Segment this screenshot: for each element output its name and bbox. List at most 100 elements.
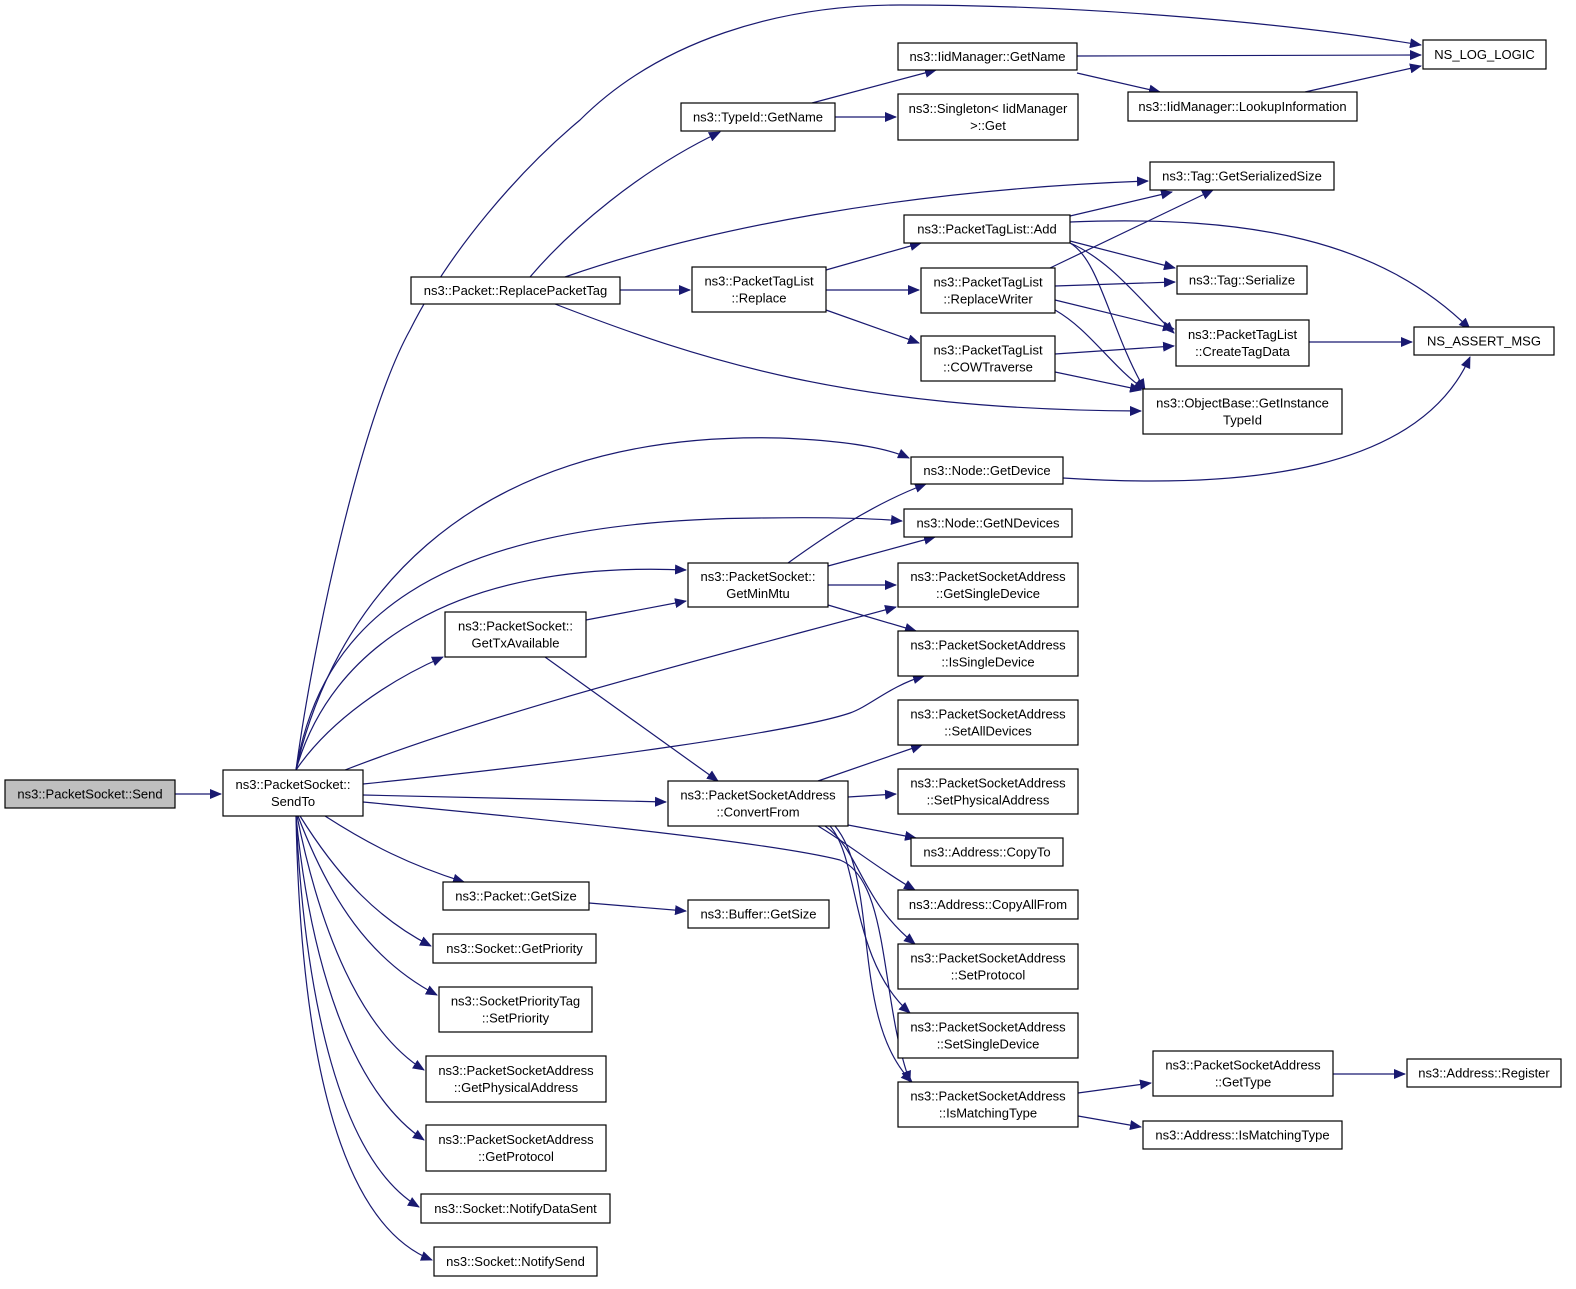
node-label: ns3::Tag::Serialize xyxy=(1189,273,1295,288)
call-edge-psa-convertfrom-to-psa-setalldevices xyxy=(817,743,923,782)
call-edge-sendto-to-sockprio-setpriority xyxy=(297,815,438,996)
node-box xyxy=(920,267,1056,314)
node-addr-ismatchingtype[interactable]: ns3::Address::IsMatchingType xyxy=(1142,1120,1343,1150)
call-edge-sendto-to-node-getndevices xyxy=(295,514,903,771)
node-send[interactable]: ns3::PacketSocket::Send xyxy=(4,779,176,809)
node-addr-copyallfrom[interactable]: ns3::Address::CopyAllFrom xyxy=(897,889,1079,920)
node-psa-issingledevice[interactable]: ns3::PacketSocketAddress::IsSingleDevice xyxy=(897,630,1079,677)
node-addr-register[interactable]: ns3::Address::Register xyxy=(1406,1058,1562,1088)
call-edge-sendto-to-psa-ismatchingtype xyxy=(362,801,911,1083)
call-edge-ptl-replace-to-ptl-cowtraverse xyxy=(825,309,920,345)
node-tag-serialize[interactable]: ns3::Tag::Serialize xyxy=(1176,265,1308,295)
node-ps-gettxavailable[interactable]: ns3::PacketSocket::GetTxAvailable xyxy=(444,611,587,658)
node-label: ns3::PacketSocketAddress xyxy=(910,1020,1066,1035)
node-ps-getminmtu[interactable]: ns3::PacketSocket::GetMinMtu xyxy=(687,562,829,608)
node-singleton-get[interactable]: ns3::Singleton< IidManager>::Get xyxy=(897,93,1079,141)
node-iid-lookup[interactable]: ns3::IidManager::LookupInformation xyxy=(1127,91,1358,122)
node-box xyxy=(897,42,1078,71)
node-box xyxy=(444,611,587,658)
node-label: ns3::Socket::NotifyDataSent xyxy=(434,1201,597,1216)
node-label: ns3::PacketSocketAddress xyxy=(680,788,836,803)
call-edge-sendto-to-psa-issingledevice xyxy=(362,674,925,785)
node-box xyxy=(433,1246,598,1277)
node-label: NS_LOG_LOGIC xyxy=(1434,47,1534,62)
node-label: ns3::PacketSocket::Send xyxy=(17,787,162,802)
node-tag-getserializedsize[interactable]: ns3::Tag::GetSerializedSize xyxy=(1149,161,1335,191)
node-psa-setphysicaladdress[interactable]: ns3::PacketSocketAddress::SetPhysicalAdd… xyxy=(897,768,1079,815)
node-label: ns3::Socket::NotifySend xyxy=(446,1254,585,1269)
call-edge-sendto-to-ps-getminmtu xyxy=(295,564,687,771)
node-label: ns3::Address::Register xyxy=(1418,1066,1550,1081)
node-ptl-createtagdata[interactable]: ns3::PacketTagList::CreateTagData xyxy=(1175,319,1310,367)
node-box xyxy=(1152,1050,1334,1097)
node-psa-ismatchingtype[interactable]: ns3::PacketSocketAddress::IsMatchingType xyxy=(897,1081,1079,1128)
node-node-getdevice[interactable]: ns3::Node::GetDevice xyxy=(910,456,1064,485)
node-psa-getsingledevice[interactable]: ns3::PacketSocketAddress::GetSingleDevic… xyxy=(897,562,1079,608)
call-edge-psa-convertfrom-to-psa-ismatchingtype xyxy=(834,825,913,1083)
call-edge-sendto-to-packet-getsize xyxy=(324,815,465,884)
node-box xyxy=(432,933,597,964)
node-sendto[interactable]: ns3::PacketSocket::SendTo xyxy=(222,769,364,817)
node-psa-getphysicaladdress[interactable]: ns3::PacketSocketAddress::GetPhysicalAdd… xyxy=(425,1055,607,1103)
node-socket-getpriority[interactable]: ns3::Socket::GetPriority xyxy=(432,933,597,964)
call-edge-ptl-add-to-tag-serialize xyxy=(1069,240,1176,271)
node-box xyxy=(222,769,364,817)
node-box xyxy=(1406,1058,1562,1088)
node-label: ns3::Tag::GetSerializedSize xyxy=(1162,169,1322,184)
call-edge-ptl-cowtraverse-to-ptl-createtagdata xyxy=(1054,341,1175,355)
node-psa-setsingledevice[interactable]: ns3::PacketSocketAddress::SetSingleDevic… xyxy=(897,1012,1079,1059)
node-box xyxy=(897,943,1079,990)
node-ptl-replacewriter[interactable]: ns3::PacketTagList::ReplaceWriter xyxy=(920,267,1056,314)
call-edge-node-getdevice-to-ns-assert-msg xyxy=(1062,356,1471,482)
node-label: ::GetProtocol xyxy=(478,1149,554,1164)
node-ptl-replace[interactable]: ns3::PacketTagList::Replace xyxy=(691,266,827,313)
node-addr-copyto[interactable]: ns3::Address::CopyTo xyxy=(910,837,1064,867)
node-label: ns3::IidManager::GetName xyxy=(909,49,1065,64)
node-label: ns3::Node::GetDevice xyxy=(923,463,1050,478)
call-edge-ptl-replacewriter-to-getinstancetypeid xyxy=(1054,309,1146,391)
node-label: ns3::Socket::GetPriority xyxy=(446,941,583,956)
node-box xyxy=(691,266,827,313)
call-edge-typeid-getname-to-iid-getname xyxy=(811,67,937,104)
node-label: ::COWTraverse xyxy=(943,360,1033,375)
node-replacepackettag[interactable]: ns3::Packet::ReplacePacketTag xyxy=(410,276,621,305)
node-label: ::ReplaceWriter xyxy=(943,292,1033,307)
call-edge-ptl-cowtraverse-to-getinstancetypeid xyxy=(1054,371,1142,393)
node-box xyxy=(910,456,1064,485)
node-ptl-cowtraverse[interactable]: ns3::PacketTagList::COWTraverse xyxy=(920,335,1056,382)
node-packet-getsize[interactable]: ns3::Packet::GetSize xyxy=(442,881,590,911)
node-sockprio-setpriority[interactable]: ns3::SocketPriorityTag::SetPriority xyxy=(438,986,593,1033)
node-iid-getname[interactable]: ns3::IidManager::GetName xyxy=(897,42,1078,71)
node-ptl-add[interactable]: ns3::PacketTagList::Add xyxy=(903,214,1071,244)
node-label: ns3::Packet::ReplacePacketTag xyxy=(424,283,608,298)
call-edge-sendto-to-psa-getprotocol xyxy=(295,815,425,1141)
node-psa-gettype[interactable]: ns3::PacketSocketAddress::GetType xyxy=(1152,1050,1334,1097)
node-psa-setprotocol[interactable]: ns3::PacketSocketAddress::SetProtocol xyxy=(897,943,1079,990)
node-ns-log-logic[interactable]: NS_LOG_LOGIC xyxy=(1422,39,1547,70)
node-label: ns3::PacketSocketAddress xyxy=(910,638,1066,653)
call-edge-sendto-to-socket-getpriority xyxy=(299,815,432,947)
node-typeid-getname[interactable]: ns3::TypeId::GetName xyxy=(680,102,836,132)
node-label: ::SetProtocol xyxy=(951,968,1026,983)
node-psa-getprotocol[interactable]: ns3::PacketSocketAddress::GetProtocol xyxy=(425,1124,607,1172)
node-label: ns3::ObjectBase::GetInstance xyxy=(1156,396,1329,411)
node-box xyxy=(897,562,1079,608)
node-psa-setalldevices[interactable]: ns3::PacketSocketAddress::SetAllDevices xyxy=(897,699,1079,746)
call-edge-ps-getminmtu-to-node-getndevices xyxy=(827,535,936,567)
node-psa-convertfrom[interactable]: ns3::PacketSocketAddress::ConvertFrom xyxy=(667,780,849,827)
node-socket-notifysend[interactable]: ns3::Socket::NotifySend xyxy=(433,1246,598,1277)
node-label: >::Get xyxy=(970,118,1006,133)
node-box xyxy=(687,899,830,929)
node-box xyxy=(897,768,1079,815)
node-label: ns3::Address::CopyTo xyxy=(923,845,1050,860)
node-label: ns3::Singleton< IidManager xyxy=(909,101,1068,116)
node-buffer-getsize[interactable]: ns3::Buffer::GetSize xyxy=(687,899,830,929)
node-node-getndevices[interactable]: ns3::Node::GetNDevices xyxy=(903,508,1073,538)
node-socket-notifydatasent[interactable]: ns3::Socket::NotifyDataSent xyxy=(420,1193,611,1224)
node-box xyxy=(897,699,1079,746)
call-edge-sendto-to-socket-notifydatasent xyxy=(295,815,420,1208)
call-edge-psa-convertfrom-to-psa-setsingledevice xyxy=(829,825,911,1014)
node-ns-assert-msg[interactable]: NS_ASSERT_MSG xyxy=(1413,326,1555,356)
